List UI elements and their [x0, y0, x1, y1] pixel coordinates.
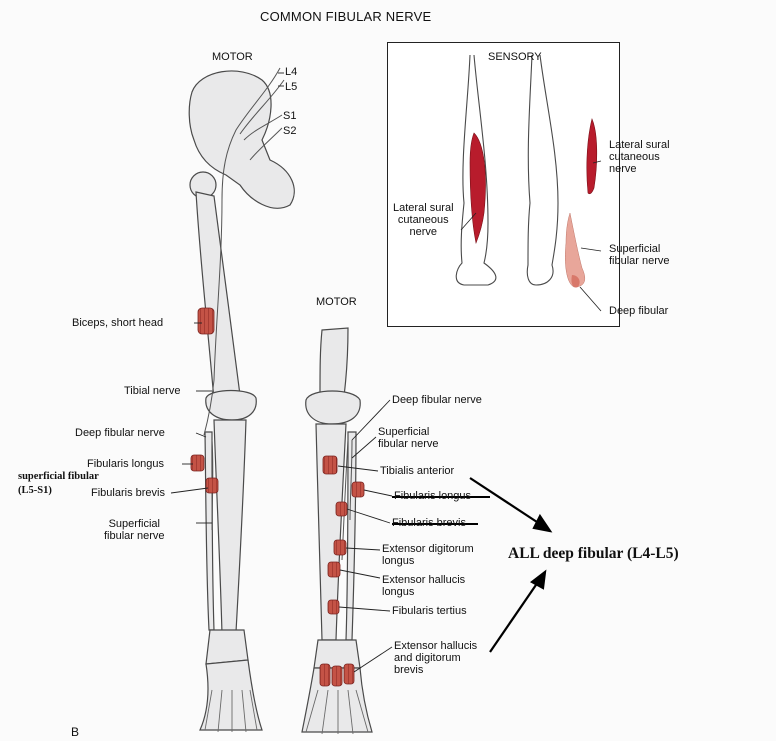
sensory-label-superficial-fibular: Superficial fibular nerve: [609, 243, 670, 267]
left-foot: [199, 659, 263, 731]
sensory-heading: SENSORY: [488, 51, 542, 63]
tibialis-anterior-muscle: [322, 455, 338, 475]
right-ankle: [313, 639, 361, 669]
fibularis-brevis-muscle-right: [335, 501, 348, 517]
label-fibularis-longus-left: Fibularis longus: [87, 458, 165, 470]
ext-hallucis-longus-muscle: [327, 561, 341, 578]
sensory-inset: SENSORY Lateral sural cutaneous nerve La…: [387, 42, 670, 327]
ext-brevis-muscle-c: [343, 663, 355, 685]
fibularis-tertius-muscle: [327, 599, 340, 615]
root-s1: S1: [283, 110, 297, 122]
left-leaders: [170, 72, 284, 524]
motor-heading-right: MOTOR: [316, 296, 357, 308]
right-foot: [301, 667, 373, 733]
right-knee: [305, 390, 361, 425]
fibularis-longus-muscle: [190, 454, 205, 472]
right-femur: [319, 327, 349, 397]
pelvis: [188, 70, 295, 209]
root-l4: L4: [285, 66, 298, 78]
annotation-superficial-fibular: superficial fibular (L5-S1): [18, 471, 99, 496]
sensory-label-lateral-sural-left: Lateral sural cutaneous nerve: [393, 202, 454, 238]
label-superficial-fibular-nerve-right: Superficial fibular nerve: [378, 426, 439, 450]
root-l5: L5: [285, 81, 298, 93]
ext-brevis-muscle-b: [331, 665, 343, 687]
label-superficial-fibular-nerve-left: Superficial fibular nerve: [104, 518, 165, 542]
annotation-arrows: [469, 477, 553, 653]
sensory-right-leg: [526, 54, 559, 286]
fibularis-brevis-muscle: [205, 477, 219, 494]
knee: [205, 389, 257, 421]
ext-digitorum-longus-muscle: [333, 539, 347, 556]
right-leaders: [337, 399, 393, 673]
biceps-short-head-muscle: [197, 307, 215, 335]
sensory-lateral-sural-right: [586, 118, 598, 195]
label-ext-hallucis-longus: Extensor hallucis longus: [382, 574, 466, 598]
sensory-deep-fibular-area: [571, 275, 580, 288]
left-skeleton: [188, 70, 295, 731]
left-ankle: [205, 629, 249, 665]
figure-title: COMMON FIBULAR NERVE: [260, 9, 432, 24]
label-fibularis-brevis-left: Fibularis brevis: [91, 487, 165, 499]
label-fibularis-longus-right: Fibularis longus: [394, 490, 472, 502]
fibularis-longus-muscle-right: [351, 481, 365, 498]
label-tibial-nerve: Tibial nerve: [124, 385, 181, 397]
label-fibularis-brevis-right: Fibularis brevis: [392, 517, 466, 529]
right-muscles: [319, 455, 365, 687]
figure-letter: B: [71, 725, 80, 739]
right-foot-rays: [305, 689, 369, 735]
motor-heading-left: MOTOR: [212, 51, 253, 63]
label-fibularis-tertius: Fibularis tertius: [392, 605, 467, 617]
root-s2: S2: [283, 125, 297, 137]
sensory-legs: [455, 54, 602, 312]
label-ext-digitorum-longus: Extensor digitorum longus: [382, 543, 474, 567]
annotation-all-deep-fibular: ALL deep fibular (L4-L5): [508, 545, 679, 562]
label-tibialis-anterior: Tibialis anterior: [380, 465, 455, 477]
label-ext-hallucis-digitorum-brevis: Extensor hallucis and digitorum brevis: [394, 640, 478, 676]
label-biceps-short-head: Biceps, short head: [72, 317, 164, 329]
label-deep-fibular-nerve-left: Deep fibular nerve: [75, 427, 165, 439]
sensory-superficial-fibular-area: [565, 212, 585, 288]
left-foot-rays: [204, 689, 258, 733]
label-deep-fibular-nerve-right: Deep fibular nerve: [392, 394, 482, 406]
ext-brevis-muscle-a: [319, 663, 331, 687]
tibia: [213, 419, 247, 635]
sensory-label-deep-fibular: Deep fibular: [609, 305, 669, 317]
left-muscles: [190, 307, 219, 494]
sensory-label-lateral-sural-right: Lateral sural cutaneous nerve: [609, 139, 670, 175]
right-fibula: [345, 431, 357, 641]
